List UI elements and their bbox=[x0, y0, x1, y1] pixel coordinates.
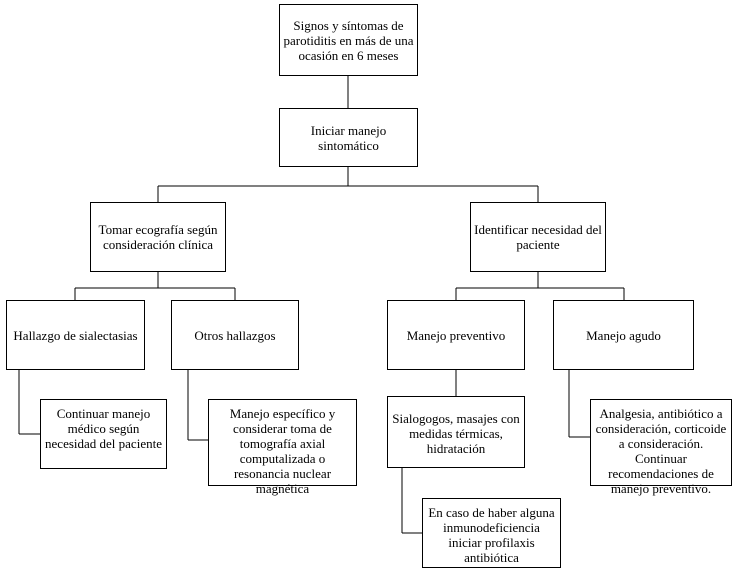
acute-management-node: Manejo agudo bbox=[553, 300, 694, 370]
root-node: Signos y síntomas de parotiditis en más … bbox=[279, 4, 418, 76]
ultrasound-node: Tomar ecografía según consideración clín… bbox=[90, 202, 226, 272]
preventive-management-node: Manejo preventivo bbox=[387, 300, 525, 370]
sialectasias-action-node: Continuar manejo médico según necesidad … bbox=[40, 399, 167, 469]
sialectasias-finding-node: Hallazgo de sialectasias bbox=[6, 300, 145, 370]
immunodeficiency-action-node: En caso de haber alguna inmunodeficienci… bbox=[422, 498, 561, 568]
patient-needs-node: Identificar necesidad del paciente bbox=[470, 202, 606, 272]
other-findings-node: Otros hallazgos bbox=[171, 300, 299, 370]
acute-action-node: Analgesia, antibiótico a consideración, … bbox=[590, 399, 732, 496]
symptomatic-management-node: Iniciar manejo sintomático bbox=[279, 108, 418, 167]
other-findings-action-node: Manejo específico y considerar toma de t… bbox=[208, 399, 357, 496]
preventive-action-node: Sialogogos, masajes con medidas térmicas… bbox=[387, 396, 525, 468]
